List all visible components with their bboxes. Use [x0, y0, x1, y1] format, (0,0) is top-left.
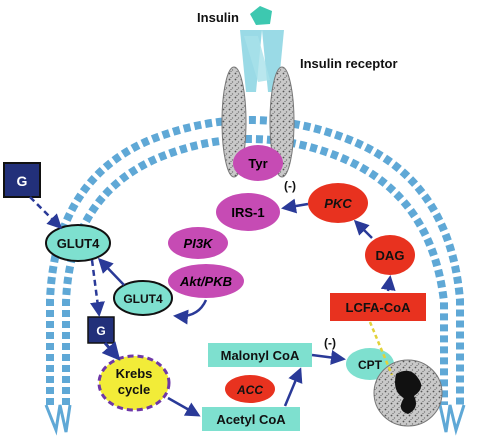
arrow-acetyl-coa-to-malonyl-coa — [283, 367, 303, 407]
dag-label: DAG — [376, 248, 405, 263]
arrow-akt-to-glut4-vesicle — [173, 299, 208, 325]
acc-label: ACC — [236, 383, 263, 397]
lcfa-coa-label: LCFA-CoA — [346, 300, 412, 315]
dag-node — [365, 235, 415, 275]
arrow-krebs-to-acetyl-coa — [167, 396, 201, 417]
akt-pkb-label: Akt/PKB — [179, 274, 232, 289]
cell-membrane — [44, 116, 466, 436]
malonyl-coa-box — [208, 343, 312, 367]
pkc-node — [308, 183, 368, 223]
arrow-malonyl-coa-inhibits-cpt — [311, 350, 346, 365]
pkc-label: PKC — [324, 196, 352, 211]
cpt-label: CPT — [358, 358, 383, 372]
glut4-membrane-label: GLUT4 — [57, 236, 100, 251]
arrow-lcfa-coa-to-dag — [380, 275, 396, 292]
glut4-membrane-node — [45, 224, 111, 262]
akt-pkb-node — [168, 264, 244, 298]
mitochondrion — [373, 359, 443, 427]
glucose-inside-label: G — [96, 324, 105, 338]
malonyl-coa-label: Malonyl CoA — [221, 348, 300, 363]
krebs-cycle-label-line2: cycle — [118, 382, 151, 397]
krebs-cycle-node — [97, 354, 171, 412]
insulin-receptor-label: Insulin receptor — [300, 56, 398, 71]
insulin-receptor — [221, 30, 295, 178]
lcfa-coa-box — [330, 293, 426, 321]
acetyl-coa-box — [202, 407, 300, 431]
glucose-inside-box — [87, 316, 115, 344]
pi3k-label: PI3K — [184, 236, 215, 251]
arrow-dag-to-pkc — [353, 219, 373, 239]
arrow-pkc-inhibits-irs1 — [281, 198, 309, 214]
irs1-label: IRS-1 — [231, 205, 264, 220]
arrow-glut4-to-glucose-inside — [90, 259, 105, 317]
insulin-label: Insulin — [197, 10, 239, 25]
acc-node — [225, 375, 275, 403]
inhibit-irs1-label: (-) — [284, 179, 296, 193]
pathway-arrows — [29, 196, 396, 417]
insulin-ligand — [250, 6, 272, 25]
arrow-glucose-to-krebs — [101, 341, 121, 361]
tyr-label: Tyr — [248, 156, 267, 171]
link-cpt-mitochondrion — [368, 321, 394, 376]
arrow-akt-to-glut4-membrane — [97, 257, 125, 286]
glut4-vesicle-node — [113, 280, 173, 316]
krebs-cycle-label-line1: Krebs — [116, 366, 153, 381]
glut4-vesicle-label: GLUT4 — [123, 292, 163, 306]
inhibit-cpt-label: (-) — [324, 336, 336, 350]
glucose-outside-label: G — [17, 173, 28, 189]
arrow-glucose-to-glut4 — [29, 196, 63, 230]
pi3k-node — [168, 227, 228, 259]
glucose-outside-box — [3, 162, 41, 198]
tyr-node — [233, 145, 283, 181]
acetyl-coa-label: Acetyl CoA — [216, 412, 286, 427]
irs1-node — [216, 193, 280, 231]
